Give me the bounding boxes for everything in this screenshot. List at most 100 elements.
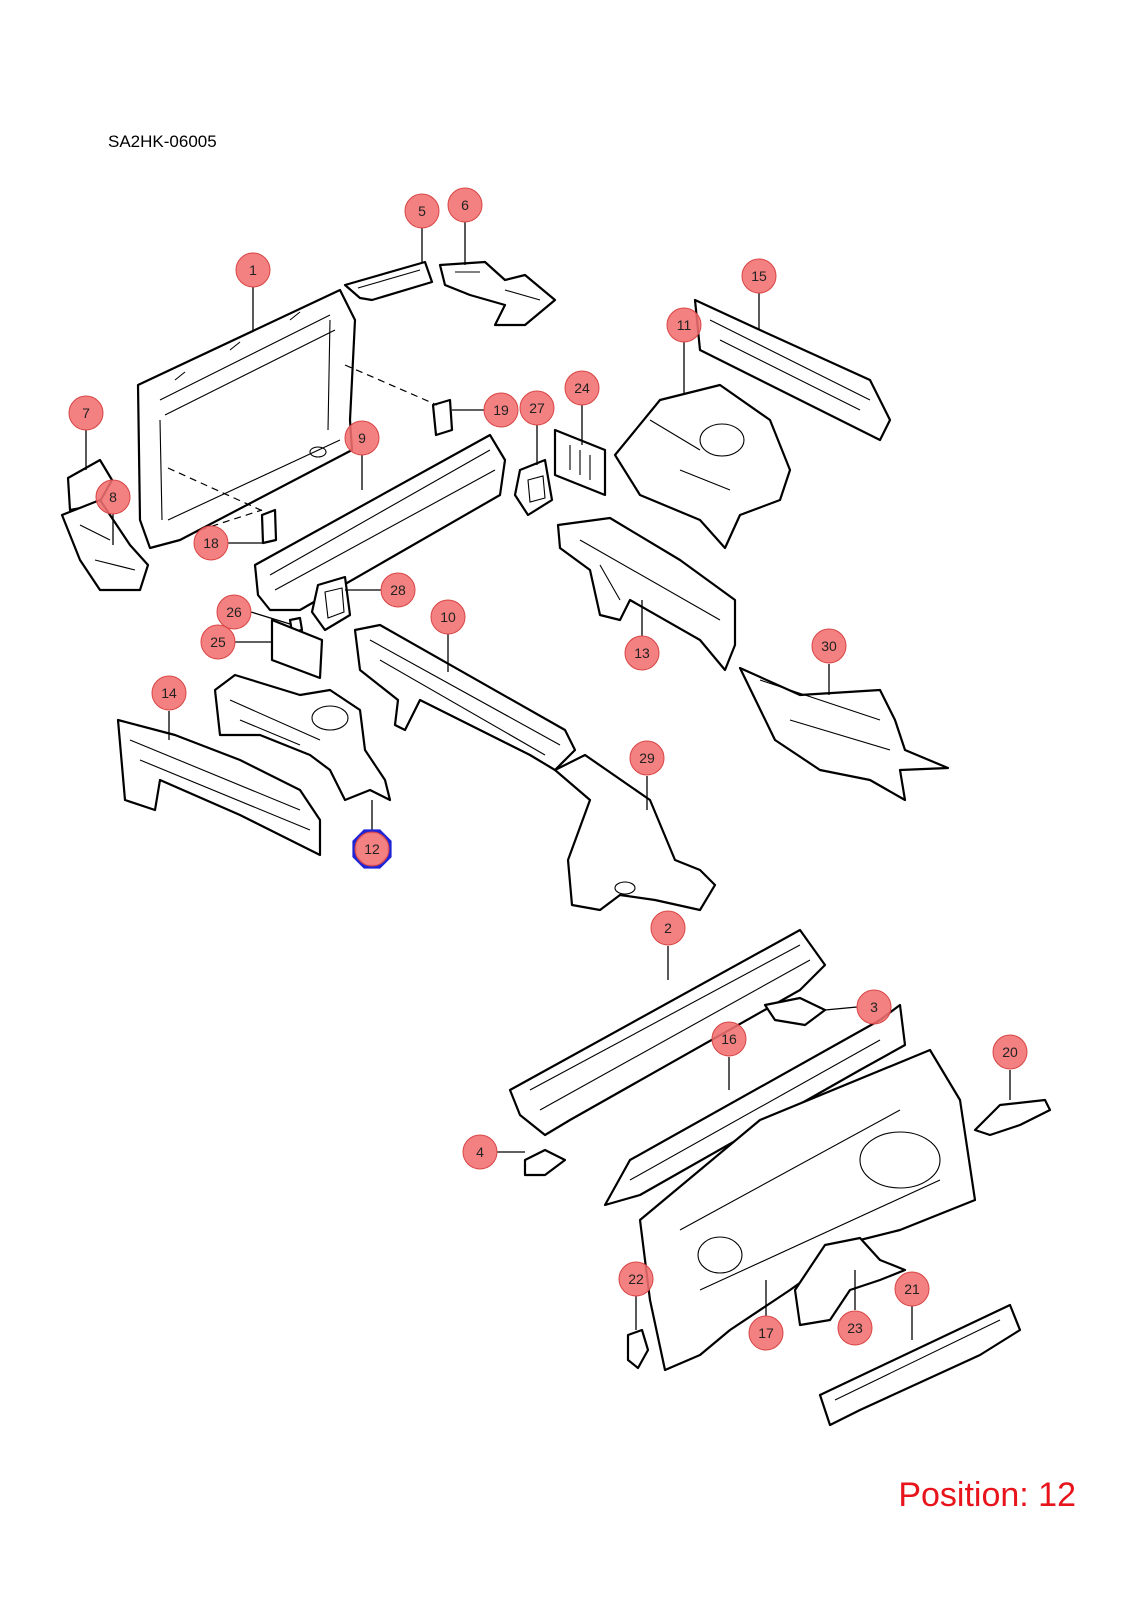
callout-number: 13 <box>634 645 650 661</box>
part-20[interactable] <box>973 1098 1052 1137</box>
part-12[interactable] <box>213 673 392 802</box>
part-6[interactable] <box>438 260 557 327</box>
callout-circle <box>711 1021 747 1057</box>
callout-circle <box>564 370 600 406</box>
callout-circle <box>95 479 131 515</box>
callout-23[interactable]: 23 <box>837 1310 873 1346</box>
callout-number: 17 <box>758 1325 774 1341</box>
callout-number: 30 <box>821 638 837 654</box>
part-14[interactable] <box>116 718 322 857</box>
callout-7[interactable]: 7 <box>68 395 104 431</box>
callout-circle <box>629 740 665 776</box>
callout-29[interactable]: 29 <box>629 740 665 776</box>
callout-circle <box>748 1315 784 1351</box>
callout-number: 23 <box>847 1320 863 1336</box>
callout-number: 25 <box>210 634 226 650</box>
part-5[interactable] <box>343 260 434 302</box>
callout-number: 27 <box>529 400 545 416</box>
callout-21[interactable]: 21 <box>894 1271 930 1307</box>
callout-number: 16 <box>721 1031 737 1047</box>
part-radiator-support[interactable] <box>136 288 357 550</box>
callout-5[interactable]: 5 <box>404 193 440 229</box>
callout-11[interactable]: 11 <box>666 307 702 343</box>
part-25[interactable] <box>270 618 324 680</box>
part-3[interactable] <box>763 996 827 1027</box>
callout-number: 6 <box>461 197 469 213</box>
callout-circle <box>344 420 380 456</box>
leader-lines <box>85 222 1011 1340</box>
part-29[interactable] <box>553 753 717 912</box>
part-19[interactable] <box>431 398 454 437</box>
callout-circle <box>856 989 892 1025</box>
part-22[interactable] <box>626 1328 650 1370</box>
callout-24[interactable]: 24 <box>564 370 600 406</box>
callout-19[interactable]: 19 <box>483 392 519 428</box>
part-15[interactable] <box>693 298 892 442</box>
callout-number: 28 <box>390 582 406 598</box>
callout-26[interactable]: 26 <box>216 594 252 630</box>
callout-6[interactable]: 6 <box>447 187 483 223</box>
callout-circle <box>235 252 271 288</box>
callout-number: 9 <box>358 430 366 446</box>
part-11[interactable] <box>613 383 792 550</box>
callout-8[interactable]: 8 <box>95 479 131 515</box>
part-27[interactable] <box>513 458 554 517</box>
callout-circle <box>462 1134 498 1170</box>
callout-17[interactable]: 17 <box>748 1315 784 1351</box>
callout-circle <box>618 1261 654 1297</box>
selected-highlight <box>352 829 392 869</box>
callout-circle <box>200 624 236 660</box>
callout-number: 24 <box>574 380 590 396</box>
callout-number: 3 <box>870 999 878 1015</box>
part-2[interactable] <box>508 928 827 1137</box>
part-9[interactable] <box>253 433 507 612</box>
callout-circle <box>380 572 416 608</box>
part-4[interactable] <box>523 1148 567 1177</box>
callout-number: 2 <box>664 920 672 936</box>
callout-14[interactable]: 14 <box>151 675 187 711</box>
callout-20[interactable]: 20 <box>992 1034 1028 1070</box>
callout-circle <box>811 628 847 664</box>
callout-30[interactable]: 30 <box>811 628 847 664</box>
callout-circle <box>483 392 519 428</box>
callout-12[interactable]: 12 <box>352 829 392 869</box>
callout-25[interactable]: 25 <box>200 624 236 660</box>
callout-circle <box>216 594 252 630</box>
callout-10[interactable]: 10 <box>430 599 466 635</box>
callout-circle <box>624 635 660 671</box>
callout-22[interactable]: 22 <box>618 1261 654 1297</box>
callout-number: 26 <box>226 604 242 620</box>
callout-number: 29 <box>639 750 655 766</box>
callout-number: 21 <box>904 1281 920 1297</box>
part-23[interactable] <box>793 1236 907 1327</box>
callout-circle <box>68 395 104 431</box>
part-18[interactable] <box>260 508 278 545</box>
callout-9[interactable]: 9 <box>344 420 380 456</box>
callout-number: 20 <box>1002 1044 1018 1060</box>
callout-13[interactable]: 13 <box>624 635 660 671</box>
part-28[interactable] <box>310 575 352 632</box>
callout-1[interactable]: 1 <box>235 252 271 288</box>
callout-number: 19 <box>493 402 509 418</box>
part-21[interactable] <box>818 1303 1022 1427</box>
callout-circle <box>894 1271 930 1307</box>
callout-4[interactable]: 4 <box>462 1134 498 1170</box>
callout-3[interactable]: 3 <box>856 989 892 1025</box>
part-30[interactable] <box>738 666 950 802</box>
callout-number: 22 <box>628 1271 644 1287</box>
callout-27[interactable]: 27 <box>519 390 555 426</box>
part-16[interactable] <box>603 1003 907 1207</box>
callout-circle <box>151 675 187 711</box>
part-24[interactable] <box>553 428 607 497</box>
callout-18[interactable]: 18 <box>193 525 229 561</box>
part-10[interactable] <box>353 623 577 772</box>
callout-number: 11 <box>677 317 692 333</box>
part-13[interactable] <box>556 516 737 672</box>
callout-2[interactable]: 2 <box>650 910 686 946</box>
part-8[interactable] <box>60 498 150 592</box>
callout-16[interactable]: 16 <box>711 1021 747 1057</box>
callout-15[interactable]: 15 <box>741 258 777 294</box>
callout-28[interactable]: 28 <box>380 572 416 608</box>
